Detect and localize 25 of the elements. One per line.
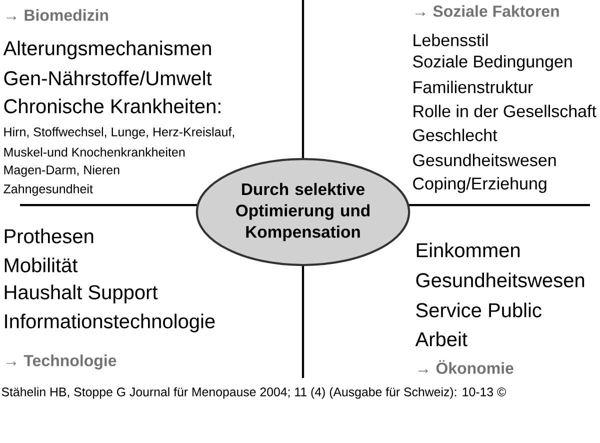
list-item: Chronische Krankheiten: <box>4 98 220 114</box>
category-heading: → Ökonomie <box>418 360 514 374</box>
list-item: Gesundheitswesen <box>413 154 556 166</box>
list-item: Informationstechnologie <box>5 314 215 332</box>
list-item: Mobilität <box>4 258 78 272</box>
list-item: Rolle in der Gesellschaft <box>414 104 596 118</box>
list-item: Prothesen <box>4 228 94 244</box>
list-item: Familienstruktur <box>414 80 533 94</box>
list-item: Geschlecht <box>413 128 498 142</box>
category-heading: → Technologie <box>6 354 116 370</box>
list-item: Arbeit <box>415 332 468 346</box>
list-item: Gen-Nährstoffe/Umwelt <box>4 70 212 86</box>
list-item: Haushalt Support <box>4 284 158 304</box>
category-heading: → Soziale Faktoren <box>416 5 559 17</box>
list-item: Gesundheitswesen <box>416 272 584 288</box>
list-subitem: Zahngesundheit <box>4 184 93 196</box>
list-subitem: Magen-Darm, Nieren <box>4 165 120 177</box>
category-heading: → Biomedizin <box>6 9 108 21</box>
list-subitem: Hirn, Stoffwechsel, Lunge, Herz-Kreislauf, <box>4 127 234 139</box>
list-item: Soziale Bedingungen <box>413 55 572 71</box>
list-subitem: Muskel-und Knochenkrankheiten <box>4 147 185 157</box>
list-item: Alterungsmechanismen <box>3 40 211 60</box>
citation: Stähelin HB, Stoppe G Journal für Menopause 2004; 11 (4) (Ausgabe für Schweiz): 10-13 © <box>2 387 506 399</box>
list-item: Service Public <box>416 302 542 318</box>
list-item: Lebensstil <box>414 34 488 46</box>
